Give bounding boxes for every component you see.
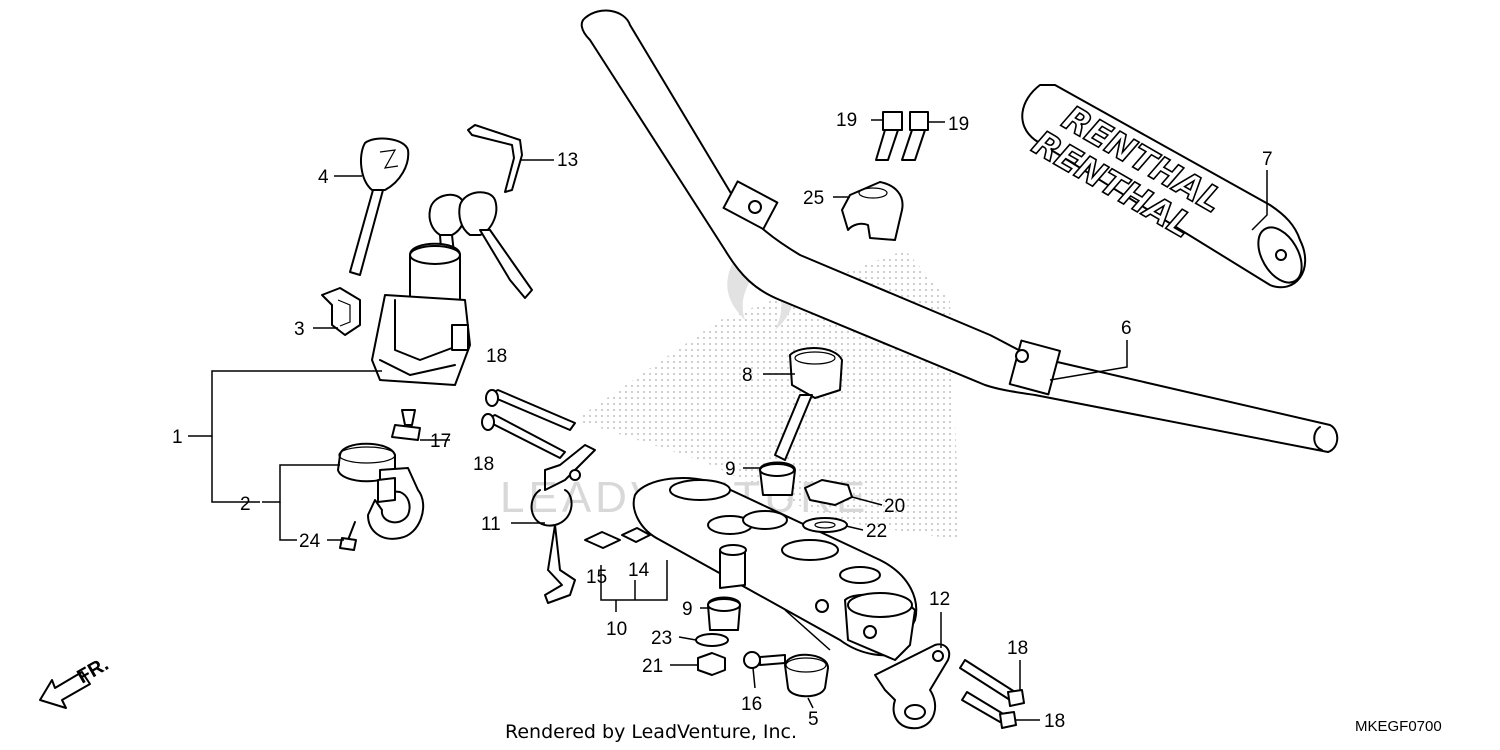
ignition-switch	[371, 242, 471, 386]
callout-9-lower: 9	[682, 599, 693, 620]
bolts-18-left	[481, 389, 576, 459]
riser-8	[774, 347, 843, 461]
callout-18-right-upper: 18	[1007, 638, 1028, 659]
washer-22	[802, 517, 848, 533]
callout-11: 11	[481, 514, 501, 535]
front-direction-arrow: FR.	[39, 653, 112, 709]
screw-24	[339, 521, 357, 551]
callout-14: 14	[628, 560, 650, 581]
nut-21	[697, 652, 726, 676]
callout-18-mid-left: 18	[473, 454, 494, 475]
bracket-3	[321, 287, 361, 336]
clamp-5	[784, 653, 829, 698]
handlebar	[580, 9, 1339, 453]
top-clamp	[632, 477, 918, 661]
callout-15: 15	[586, 567, 607, 588]
nut-20	[804, 479, 853, 506]
callout-2: 2	[240, 494, 251, 515]
callout-25: 25	[803, 188, 824, 209]
callout-24: 24	[299, 531, 321, 552]
credit-text: Rendered by LeadVenture, Inc.	[505, 721, 797, 743]
rubber-mount-9-lower	[707, 596, 741, 631]
washer-23	[695, 633, 729, 647]
callout-17: 17	[430, 431, 451, 452]
callout-1: 1	[172, 427, 183, 448]
callout-16: 16	[741, 694, 762, 715]
callout-7: 7	[1262, 149, 1273, 170]
callout-9-upper: 9	[725, 459, 736, 480]
bracket-12	[874, 643, 951, 730]
leader-lines	[188, 119, 1268, 721]
callouts: 1 2 3 4 5 6 7 8 9 9 10 11 12 13 14 15 16…	[172, 110, 1273, 732]
rubber-mount-9-upper	[759, 461, 796, 496]
callout-13: 13	[557, 150, 578, 171]
screw-17	[391, 409, 421, 441]
callout-19-left: 19	[836, 110, 857, 131]
callout-22: 22	[866, 521, 887, 542]
callout-23: 23	[651, 628, 672, 649]
callout-18-right-lower: 18	[1044, 711, 1065, 732]
ignition-keys	[428, 191, 533, 299]
callout-6: 6	[1121, 318, 1132, 339]
callout-4: 4	[318, 167, 329, 188]
bolts-18-right	[959, 659, 1025, 729]
clamp-25	[841, 181, 904, 241]
callout-5: 5	[808, 709, 819, 730]
bracket-11	[530, 444, 596, 604]
bolts-19	[875, 111, 929, 161]
callout-20: 20	[884, 496, 905, 517]
diagram-code: MKEGF0700	[1355, 718, 1442, 735]
key-4	[349, 137, 410, 276]
callout-21: 21	[642, 656, 663, 677]
callout-8: 8	[742, 365, 753, 386]
bolt-16	[743, 651, 786, 669]
clamp-2	[337, 442, 425, 540]
callout-18-top-left: 18	[486, 346, 507, 367]
plates-14-15	[584, 527, 651, 549]
callout-12: 12	[929, 589, 950, 610]
callout-19-right: 19	[948, 114, 969, 135]
callout-10: 10	[606, 619, 627, 640]
callout-3: 3	[294, 319, 305, 340]
bracket-13	[467, 124, 523, 193]
